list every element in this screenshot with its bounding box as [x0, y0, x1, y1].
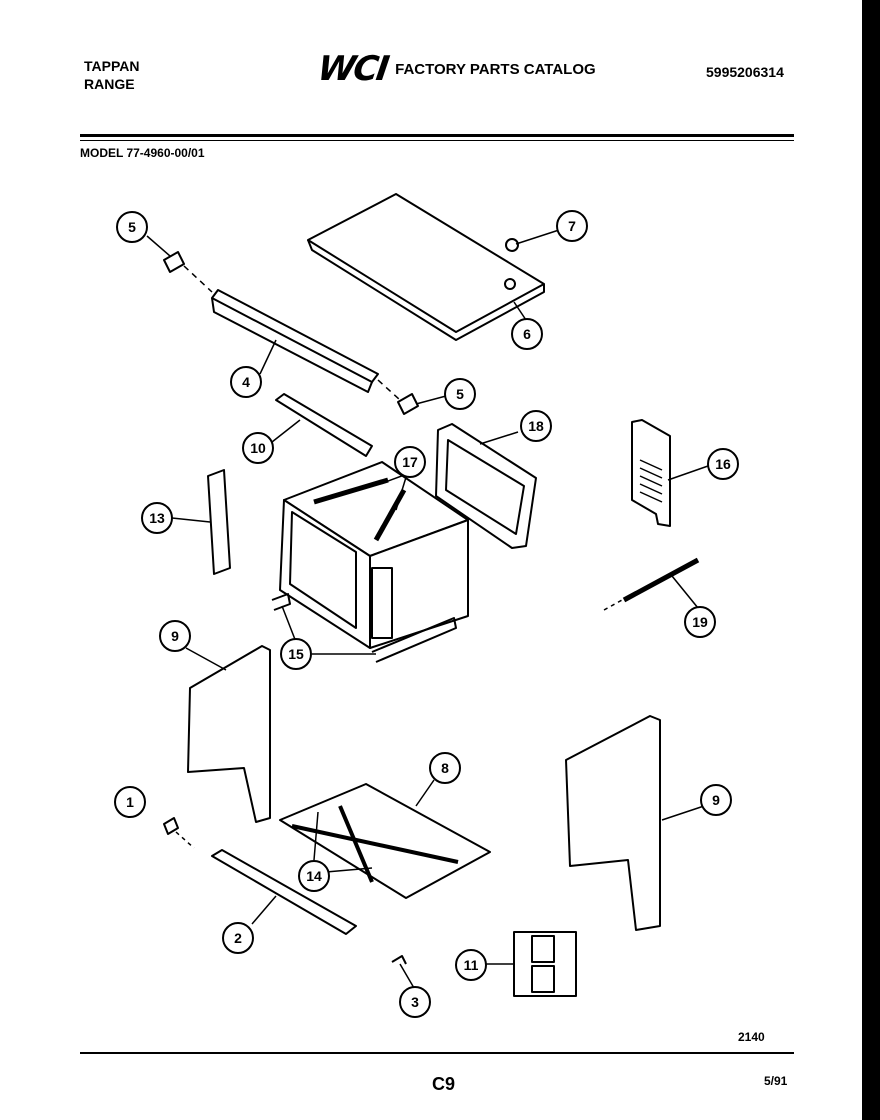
callout-5-mid: 5	[444, 378, 476, 410]
part-small-clip	[391, 955, 407, 965]
catalog-brand: WCI FACTORY PARTS CATALOG	[315, 49, 596, 89]
callout-14: 14	[298, 860, 330, 892]
catalog-title: FACTORY PARTS CATALOG	[395, 60, 596, 78]
callout-2: 2	[222, 922, 254, 954]
catalog-number: 5995206314	[706, 64, 784, 80]
model-number: MODEL 77-4960-00/01	[80, 146, 205, 160]
svg-text:2: 2	[234, 930, 242, 946]
maker-name: TAPPAN	[84, 58, 140, 74]
page-number: C9	[432, 1074, 456, 1094]
callout-17: 17	[394, 446, 426, 478]
svg-text:9: 9	[712, 792, 720, 808]
callout-9-right: 9	[700, 784, 732, 816]
product-name: RANGE	[84, 76, 135, 92]
callout-19: 19	[684, 606, 716, 638]
part-top-panel	[307, 193, 545, 341]
header-rule-top	[80, 134, 794, 137]
svg-text:9: 9	[171, 628, 179, 644]
footer-rule	[80, 1052, 794, 1054]
part-clip-right	[397, 393, 419, 415]
svg-text:14: 14	[306, 868, 322, 884]
part-vertical-support	[207, 469, 231, 575]
svg-text:19: 19	[692, 614, 708, 630]
part-front-rail	[211, 289, 379, 393]
figure-code: 2140	[738, 1030, 765, 1044]
header-rule-bottom	[80, 140, 794, 141]
callout-18: 18	[520, 410, 552, 442]
svg-text:16: 16	[715, 456, 731, 472]
page-edge-strip	[862, 0, 880, 1120]
svg-text:7: 7	[568, 218, 576, 234]
print-date: 5/91	[764, 1074, 788, 1088]
callout-13: 13	[141, 502, 173, 534]
svg-text:8: 8	[441, 760, 449, 776]
callout-15: 15	[280, 638, 312, 670]
part-foot-left	[271, 593, 291, 611]
callout-labels: 5 7 6 4 5 10 18 17 16 13 19 9 15 8 9 1 1…	[114, 210, 739, 1018]
part-rod	[622, 557, 700, 603]
part-door-frame	[435, 423, 537, 549]
part-kick-rail	[211, 849, 357, 935]
callout-1: 1	[114, 786, 146, 818]
part-clip-left	[163, 251, 185, 273]
svg-text:3: 3	[411, 994, 419, 1010]
callout-8: 8	[429, 752, 461, 784]
callout-5-top: 5	[116, 211, 148, 243]
svg-text:11: 11	[464, 957, 479, 973]
part-side-panel-left	[187, 645, 271, 823]
callout-11: 11	[455, 949, 487, 981]
svg-text:5: 5	[456, 386, 464, 402]
svg-text:4: 4	[242, 374, 250, 390]
part-terminal-block	[513, 931, 577, 997]
svg-text:13: 13	[149, 510, 165, 526]
callout-9-left: 9	[159, 620, 191, 652]
svg-text:6: 6	[523, 326, 531, 342]
callout-3: 3	[399, 986, 431, 1018]
callout-16: 16	[707, 448, 739, 480]
part-foot-right	[371, 617, 457, 663]
svg-text:15: 15	[288, 646, 304, 662]
part-side-panel-right	[565, 715, 661, 931]
svg-text:17: 17	[402, 454, 418, 470]
part-vent-panel	[631, 419, 671, 527]
svg-text:10: 10	[250, 440, 266, 456]
part-screw	[163, 817, 179, 835]
svg-text:1: 1	[126, 794, 134, 810]
part-bottom-frame	[279, 783, 491, 899]
part-microwave-cavity	[279, 461, 469, 649]
svg-text:18: 18	[528, 418, 544, 434]
part-bracket	[275, 393, 373, 457]
callout-7: 7	[556, 210, 588, 242]
callout-4: 4	[230, 366, 262, 398]
callout-10: 10	[242, 432, 274, 464]
callout-6: 6	[511, 318, 543, 350]
svg-text:5: 5	[128, 219, 136, 235]
